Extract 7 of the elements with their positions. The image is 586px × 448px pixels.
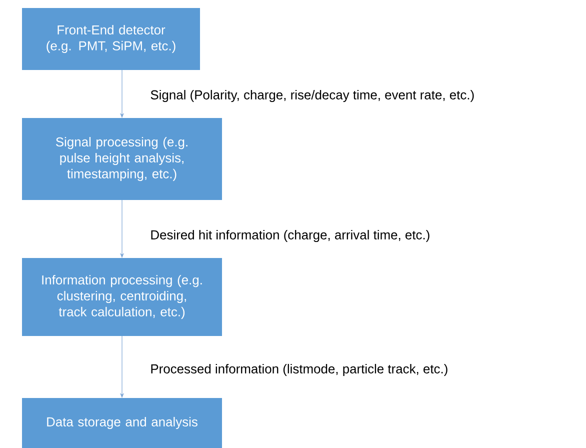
process-box: Front-End detector (e.g. PMT, SiPM, etc.) xyxy=(22,8,200,70)
edge-label: Signal (Polarity, charge, rise/decay time, event rate, etc.) xyxy=(150,90,474,102)
process-box: Signal processing (e.g. pulse height analysis, timestamping, etc.) xyxy=(22,118,222,200)
edge-label: Desired hit information (charge, arrival time, etc.) xyxy=(151,230,430,242)
process-box: Information processing (e.g. clustering, centroiding, track calculation, etc.) xyxy=(22,258,222,336)
edge-label: Processed information (listmode, particle track, etc.) xyxy=(151,364,448,376)
process-box: Data storage and analysis xyxy=(22,398,222,448)
